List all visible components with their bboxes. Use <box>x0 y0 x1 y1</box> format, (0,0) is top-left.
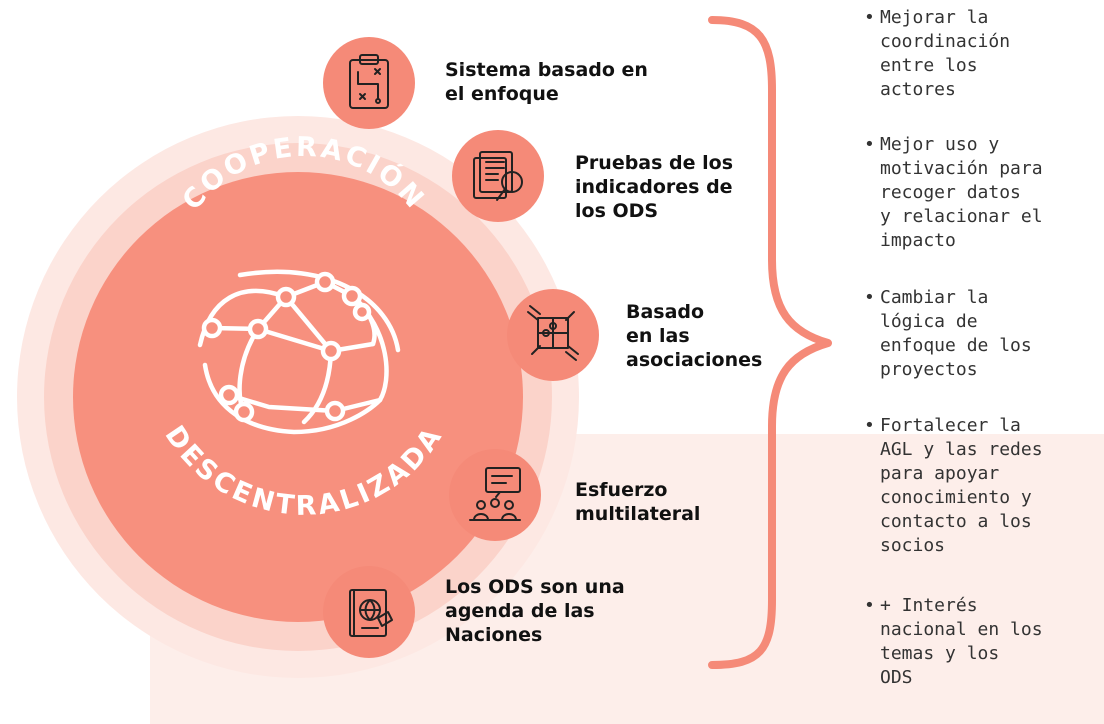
outcome-item-3: Cambiar la lógica de enfoque de los proy… <box>860 286 1100 382</box>
outcome-item-5: + Interés nacional en los temas y los OD… <box>860 594 1100 690</box>
globe-book-icon <box>349 589 393 637</box>
item-label-5: Los ODS son una agenda de las Naciones <box>445 576 625 646</box>
document-magnifier-icon <box>473 151 523 201</box>
item-label-3: Basado en las asociaciones <box>626 301 763 371</box>
outcome-item-1: Mejorar la coordinación entre los actore… <box>860 6 1100 102</box>
globe-network-icon <box>197 269 401 435</box>
core-circle <box>73 172 523 622</box>
strategy-clipboard-icon <box>349 54 389 109</box>
item-label-1: Sistema basado en el enfoque <box>445 59 648 105</box>
outcome-item-4: Fortalecer la AGL y las redes para apoya… <box>860 414 1100 558</box>
meeting-people-icon <box>469 467 521 521</box>
curly-brace <box>708 16 832 669</box>
item-label-4: Esfuerzo multilateral <box>575 479 701 525</box>
outcome-item-2: Mejor uso y motivación para recoger dato… <box>860 133 1100 253</box>
item-circle-2 <box>452 130 544 222</box>
item-circle-4 <box>449 449 541 541</box>
item-circle-5 <box>323 566 415 658</box>
item-label-2: Pruebas de los indicadores de los ODS <box>575 152 734 222</box>
puzzle-hands-icon <box>527 305 579 361</box>
